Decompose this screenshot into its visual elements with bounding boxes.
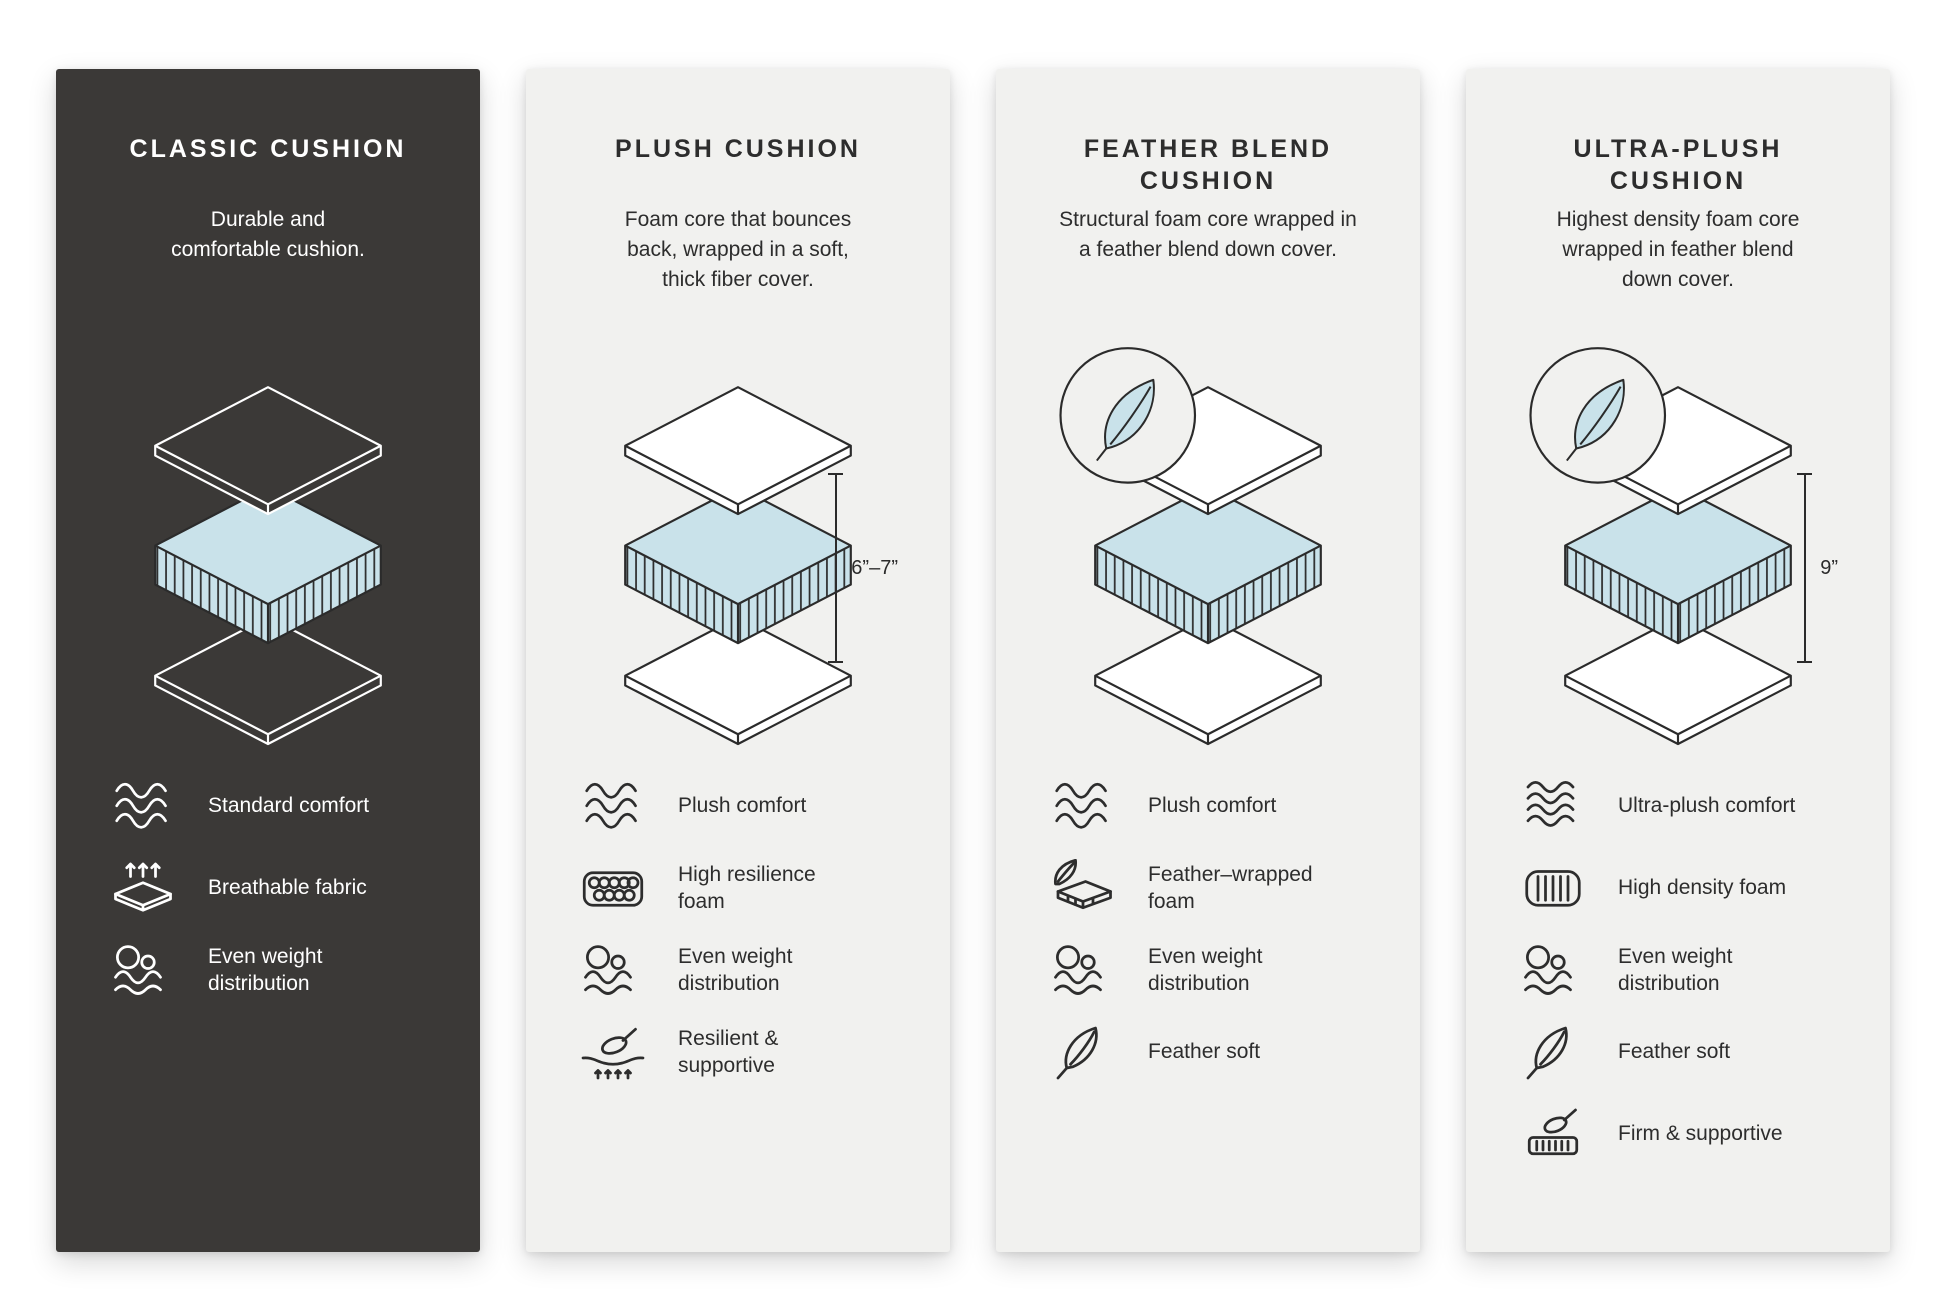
feature-label: Breathable fabric — [208, 876, 367, 900]
cushion-layers-icon — [154, 386, 382, 746]
foam-core-layer — [624, 486, 852, 645]
feature-label: Feather soft — [1618, 1040, 1731, 1064]
resilient-supportive-icon — [576, 1023, 650, 1081]
feature-item: Even weight distribution — [106, 929, 444, 1011]
even-weight-distribution-icon — [576, 941, 650, 999]
feature-label: Standard comfort — [208, 794, 370, 818]
cushion-diagram — [1032, 333, 1384, 765]
even-weight-distribution-icon — [106, 941, 180, 999]
bottom-cover-layer — [624, 616, 852, 746]
cushion-layers-icon — [1529, 347, 1792, 746]
feature-list: Plush comfort Feather–wrapped foam — [1032, 765, 1384, 1093]
panel-title: PLUSH CUSHION — [615, 135, 861, 163]
panel-description: Durable and comfortable cushion. — [171, 208, 365, 261]
foam-core-layer — [1094, 486, 1322, 645]
feature-item: Even weight distribution — [576, 929, 914, 1011]
feature-label: Even weight distribution — [208, 944, 323, 995]
feature-label: Even weight distribution — [1148, 944, 1263, 995]
dimension-label: 6”–7” — [851, 556, 898, 579]
comfort-waves-icon — [576, 777, 650, 835]
bottom-cover-layer — [1094, 616, 1322, 746]
feather-icon — [1046, 1023, 1120, 1081]
cushion-diagram: 6”–7” — [562, 333, 914, 765]
feature-item: Feather soft — [1516, 1011, 1854, 1093]
feature-item: Feather soft — [1046, 1011, 1384, 1093]
feature-item: Ultra-plush comfort — [1516, 765, 1854, 847]
breathable-fabric-icon — [106, 859, 180, 917]
feature-item: High resilience foam — [576, 847, 914, 929]
feature-label: Plush comfort — [1148, 794, 1277, 818]
feature-label: Plush comfort — [678, 794, 807, 818]
even-weight-distribution-icon — [1046, 941, 1120, 999]
dimension-line — [1797, 473, 1813, 663]
feature-label: Ultra-plush comfort — [1618, 794, 1796, 818]
panel-title: FEATHER BLEND CUSHION — [1083, 135, 1333, 195]
panel-description: Structural foam core wrapped in a feathe… — [1059, 208, 1357, 261]
dimension-line — [828, 473, 844, 663]
foam-core-layer — [154, 486, 382, 645]
feature-label: Firm & supportive — [1618, 1122, 1783, 1146]
feather-badge — [1529, 347, 1667, 484]
feature-label: High density foam — [1618, 876, 1787, 900]
feature-list: Standard comfort Breathable fabric — [92, 765, 444, 1011]
feather-wrapped-foam-icon — [1046, 859, 1120, 917]
panel-description: Foam core that bounces back, wrapped in … — [624, 208, 852, 291]
feature-item: Breathable fabric — [106, 847, 444, 929]
high-resilience-foam-icon — [576, 859, 650, 917]
feature-label: Even weight distribution — [1618, 944, 1733, 995]
bottom-cover-layer — [1564, 616, 1792, 746]
high-density-foam-icon — [1516, 859, 1590, 917]
comfort-waves-icon — [1046, 777, 1120, 835]
feather-icon — [1516, 1023, 1590, 1081]
feature-item: Even weight distribution — [1516, 929, 1854, 1011]
feature-item: Even weight distribution — [1046, 929, 1384, 1011]
panel-plush-cushion: PLUSH CUSHION Foam core that bounces bac… — [526, 69, 950, 1252]
cushion-diagram: 9” — [1502, 333, 1854, 765]
feature-item: Plush comfort — [1046, 765, 1384, 847]
feature-label: Even weight distribution — [678, 944, 793, 995]
feature-label: High resilience foam — [678, 862, 816, 913]
feature-item: Resilient & supportive — [576, 1011, 914, 1093]
panel-ultra-plush-cushion: ULTRA-PLUSH CUSHION Highest density foam… — [1466, 69, 1890, 1252]
feature-label: Feather soft — [1148, 1040, 1261, 1064]
height-dimension: 6”–7” — [828, 473, 898, 663]
cushion-layers-icon — [624, 386, 852, 746]
top-cover-layer — [624, 386, 852, 516]
height-dimension: 9” — [1797, 473, 1838, 663]
feature-item: Plush comfort — [576, 765, 914, 847]
top-cover-layer — [154, 386, 382, 516]
feature-label: Feather–wrapped foam — [1148, 862, 1313, 913]
dimension-label: 9” — [1820, 556, 1838, 579]
panel-classic-cushion: CLASSIC CUSHION Durable and comfortable … — [56, 69, 480, 1252]
feature-item: Feather–wrapped foam — [1046, 847, 1384, 929]
bottom-cover-layer — [154, 616, 382, 746]
feature-label: Resilient & supportive — [678, 1026, 779, 1077]
feature-list: Ultra-plush comfort High density foam — [1502, 765, 1854, 1175]
feature-item: Standard comfort — [106, 765, 444, 847]
cushion-diagram — [92, 333, 444, 765]
foam-core-layer — [1564, 486, 1792, 645]
feature-item: Firm & supportive — [1516, 1093, 1854, 1175]
even-weight-distribution-icon — [1516, 941, 1590, 999]
comfort-waves-icon — [106, 777, 180, 835]
cushion-layers-icon — [1059, 347, 1322, 746]
feature-item: High density foam — [1516, 847, 1854, 929]
firm-supportive-icon — [1516, 1105, 1590, 1163]
panel-title: CLASSIC CUSHION — [129, 135, 407, 163]
comfort-waves-4-icon — [1516, 777, 1590, 835]
feather-badge — [1059, 347, 1197, 484]
feature-list: Plush comfort High resilience foam — [562, 765, 914, 1093]
panel-title: ULTRA-PLUSH CUSHION — [1573, 135, 1783, 195]
panel-feather-blend-cushion: FEATHER BLEND CUSHION Structural foam co… — [996, 69, 1420, 1252]
panel-description: Highest density foam core wrapped in fea… — [1556, 208, 1800, 291]
